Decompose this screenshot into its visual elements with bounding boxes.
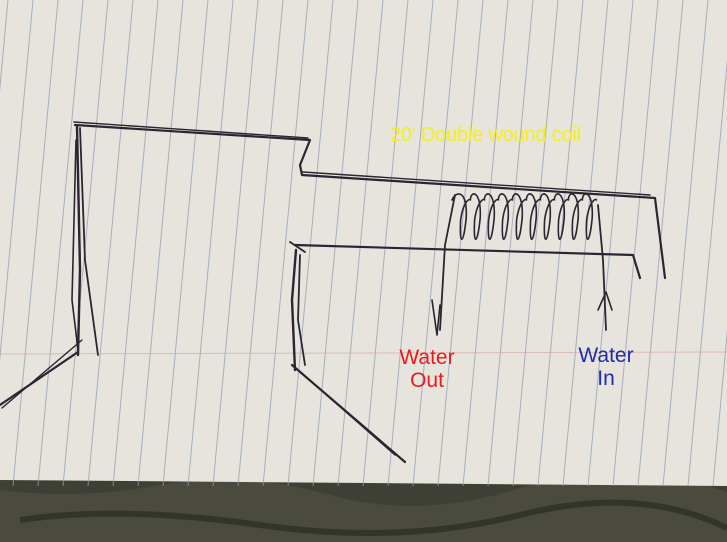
ruled-line <box>337 0 384 487</box>
ruled-line <box>187 0 234 487</box>
ruled-line <box>537 0 584 487</box>
double-wound-coil <box>451 193 598 241</box>
ruled-line <box>687 59 727 487</box>
ruled-line <box>412 0 459 487</box>
water-in-line2: In <box>597 367 615 391</box>
ruled-line <box>487 0 534 487</box>
ruled-line <box>0 0 34 362</box>
coil-outlet-right <box>597 204 607 331</box>
ruled-line <box>237 0 284 487</box>
left-box-top <box>73 123 312 167</box>
margin-line <box>0 351 727 355</box>
ruled-line <box>387 0 434 487</box>
water-out-line1: Water <box>399 346 455 369</box>
coil-title: 20' Double wound coil <box>390 124 581 146</box>
bottom-tube-cap <box>289 241 306 253</box>
ruled-line <box>287 0 334 487</box>
bottom-tube <box>293 243 642 280</box>
fabric-crease <box>19 499 727 536</box>
ruled-line <box>662 0 709 487</box>
ruled-line <box>212 0 259 487</box>
ruled-line <box>712 329 727 487</box>
ruled-line <box>0 0 9 92</box>
ruled-line <box>62 0 109 487</box>
ruled-line <box>512 0 559 487</box>
left-box-top-retrace <box>73 121 309 139</box>
right-leg-foot-retrace <box>297 369 396 456</box>
ink-drawing <box>0 121 667 464</box>
ruled-line <box>137 0 184 487</box>
water-out-arrowhead <box>431 299 441 336</box>
ruled-line <box>462 0 509 487</box>
water-out-line2: Out <box>410 369 444 393</box>
left-leg-foot <box>0 350 80 407</box>
top-tube <box>298 163 667 280</box>
water-in-arrowhead <box>597 291 613 311</box>
water-in-label: Water In <box>566 344 646 390</box>
left-leg-foot-retrace <box>1 339 83 409</box>
right-leg-upper <box>290 248 298 372</box>
ruled-line <box>112 0 159 487</box>
water-out-label: Water Out <box>392 346 462 392</box>
ruled-line <box>612 0 659 487</box>
left-leg-retrace-a <box>79 127 99 356</box>
fabric-fold <box>0 472 727 542</box>
ruled-line <box>312 0 359 487</box>
water-in-line1: Water <box>578 344 634 367</box>
ruled-line <box>562 0 609 487</box>
paper-sheet <box>0 0 727 486</box>
ruled-line <box>587 0 634 487</box>
ruled-line <box>262 0 309 487</box>
left-leg-upper <box>75 124 82 357</box>
ruled-lines <box>0 0 727 487</box>
coil-inlet-left <box>439 194 456 331</box>
right-leg-retrace <box>297 254 306 366</box>
ruled-line <box>12 0 59 487</box>
left-leg-retrace-b <box>71 139 79 351</box>
ruled-line <box>362 0 409 487</box>
ruled-line <box>437 0 484 487</box>
ruled-line <box>37 0 84 487</box>
ruled-line <box>162 0 209 487</box>
ruled-line <box>87 0 134 487</box>
top-tube-retrace <box>302 171 651 196</box>
